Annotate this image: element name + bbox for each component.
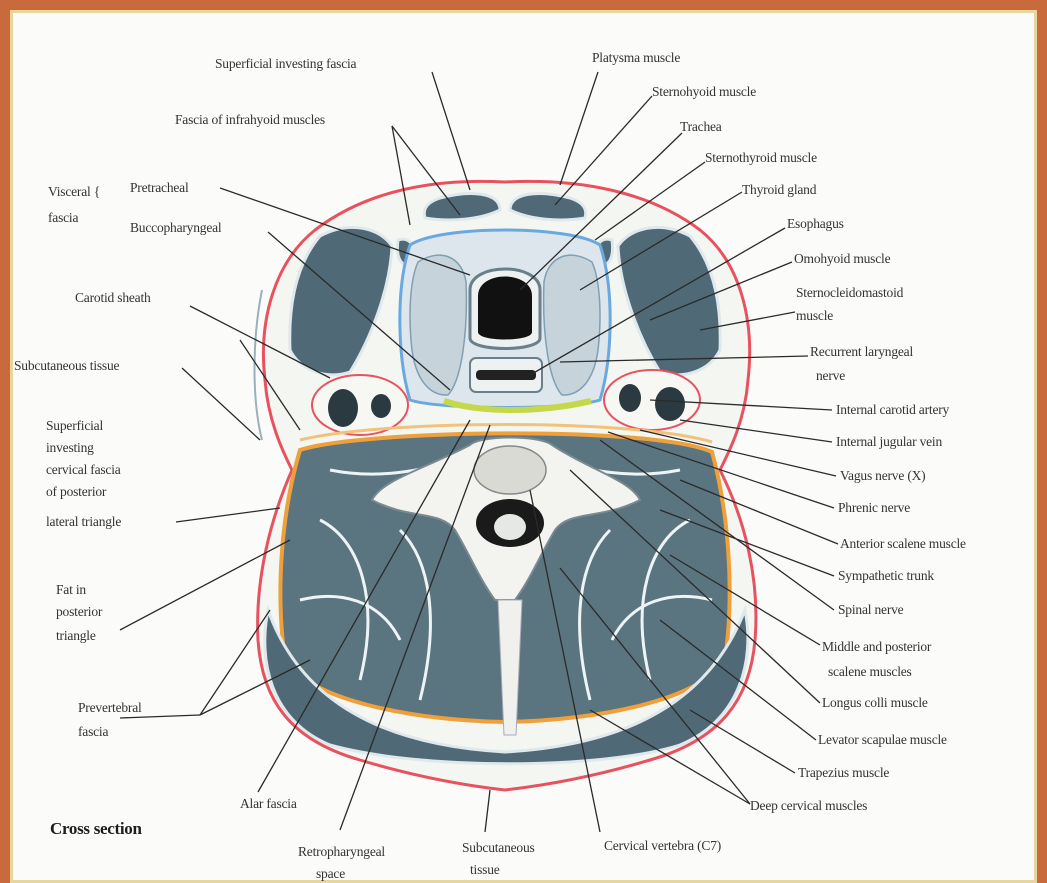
label-spinal-nerve: Spinal nerve xyxy=(838,602,904,617)
label-anterior-scalene-muscle: Anterior scalene muscle xyxy=(840,536,966,551)
label-fat-posterior-3: triangle xyxy=(56,628,96,643)
label-middle-posterior-scalene-1: Middle and posterior xyxy=(822,639,932,654)
label-alar-fascia: Alar fascia xyxy=(240,796,297,811)
label-superficial-investing-5: lateral triangle xyxy=(46,514,121,529)
vertebral-body xyxy=(474,446,546,494)
label-middle-posterior-scalene-2: scalene muscles xyxy=(828,664,912,679)
subcutaneous-tissue-line xyxy=(255,290,263,440)
right-internal-jugular-vein xyxy=(655,387,685,421)
label-sympathetic-trunk: Sympathetic trunk xyxy=(838,568,934,583)
label-cervical-vertebra: Cervical vertebra (C7) xyxy=(604,838,721,853)
label-recurrent-laryngeal-1: Recurrent laryngeal xyxy=(810,344,913,359)
label-sternocleidomastoid-2: muscle xyxy=(796,308,833,323)
esophagus-lumen xyxy=(476,370,536,380)
label-sternothyroid-muscle: Sternothyroid muscle xyxy=(705,150,817,165)
label-internal-jugular-vein: Internal jugular vein xyxy=(836,434,942,449)
label-sternohyoid-muscle: Sternohyoid muscle xyxy=(652,84,756,99)
label-carotid-sheath: Carotid sheath xyxy=(75,290,151,305)
left-internal-carotid-artery xyxy=(371,394,391,418)
label-recurrent-laryngeal-2: nerve xyxy=(816,368,845,383)
label-trachea: Trachea xyxy=(680,119,722,134)
label-retropharyngeal-1: Retropharyngeal xyxy=(298,844,385,859)
label-vagus-nerve: Vagus nerve (X) xyxy=(840,468,925,483)
label-superficial-investing-4: of posterior xyxy=(46,484,107,499)
right-internal-carotid-artery xyxy=(619,384,641,412)
label-retropharyngeal-2: space xyxy=(316,866,345,881)
left-carotid-sheath xyxy=(312,375,408,435)
label-fat-posterior-1: Fat in xyxy=(56,582,86,597)
label-buccopharyngeal: Buccopharyngeal xyxy=(130,220,222,235)
label-trapezius-muscle: Trapezius muscle xyxy=(798,765,889,780)
label-platysma-muscle: Platysma muscle xyxy=(592,50,680,65)
label-internal-carotid-artery: Internal carotid artery xyxy=(836,402,950,417)
right-thyroid-lobe xyxy=(544,255,600,395)
label-subcutaneous-bottom-2: tissue xyxy=(470,862,500,877)
label-sternocleidomastoid-1: Sternocleidomastoid xyxy=(796,285,904,300)
label-phrenic-nerve: Phrenic nerve xyxy=(838,500,910,515)
left-internal-jugular-vein xyxy=(328,389,358,427)
label-superficial-investing-1: Superficial xyxy=(46,418,103,433)
label-fat-posterior-2: posterior xyxy=(56,604,103,619)
label-prevertebral-1: Prevertebral xyxy=(78,700,142,715)
label-esophagus: Esophagus xyxy=(787,216,844,231)
spinal-cord xyxy=(494,514,526,540)
figure-title: Cross section xyxy=(50,819,142,838)
label-fascia-infrahyoid: Fascia of infrahyoid muscles xyxy=(175,112,325,127)
label-superficial-investing-2: investing xyxy=(46,440,94,455)
label-subcutaneous-bottom-1: Subcutaneous xyxy=(462,840,535,855)
label-fascia: fascia xyxy=(48,210,78,225)
label-prevertebral-2: fascia xyxy=(78,724,108,739)
label-superficial-investing-fascia: Superficial investing fascia xyxy=(215,56,357,71)
label-omohyoid-muscle: Omohyoid muscle xyxy=(794,251,891,266)
label-visceral: Visceral { xyxy=(48,184,100,199)
left-thyroid-lobe xyxy=(410,255,466,395)
label-pretracheal: Pretracheal xyxy=(130,180,189,195)
label-levator-scapulae-muscle: Levator scapulae muscle xyxy=(818,732,947,747)
anatomy xyxy=(255,181,756,790)
label-superficial-investing-3: cervical fascia xyxy=(46,462,121,477)
label-longus-colli-muscle: Longus colli muscle xyxy=(822,695,928,710)
label-thyroid-gland: Thyroid gland xyxy=(742,182,817,197)
label-subcutaneous-tissue-left: Subcutaneous tissue xyxy=(14,358,120,373)
label-deep-cervical-muscles: Deep cervical muscles xyxy=(750,798,867,813)
